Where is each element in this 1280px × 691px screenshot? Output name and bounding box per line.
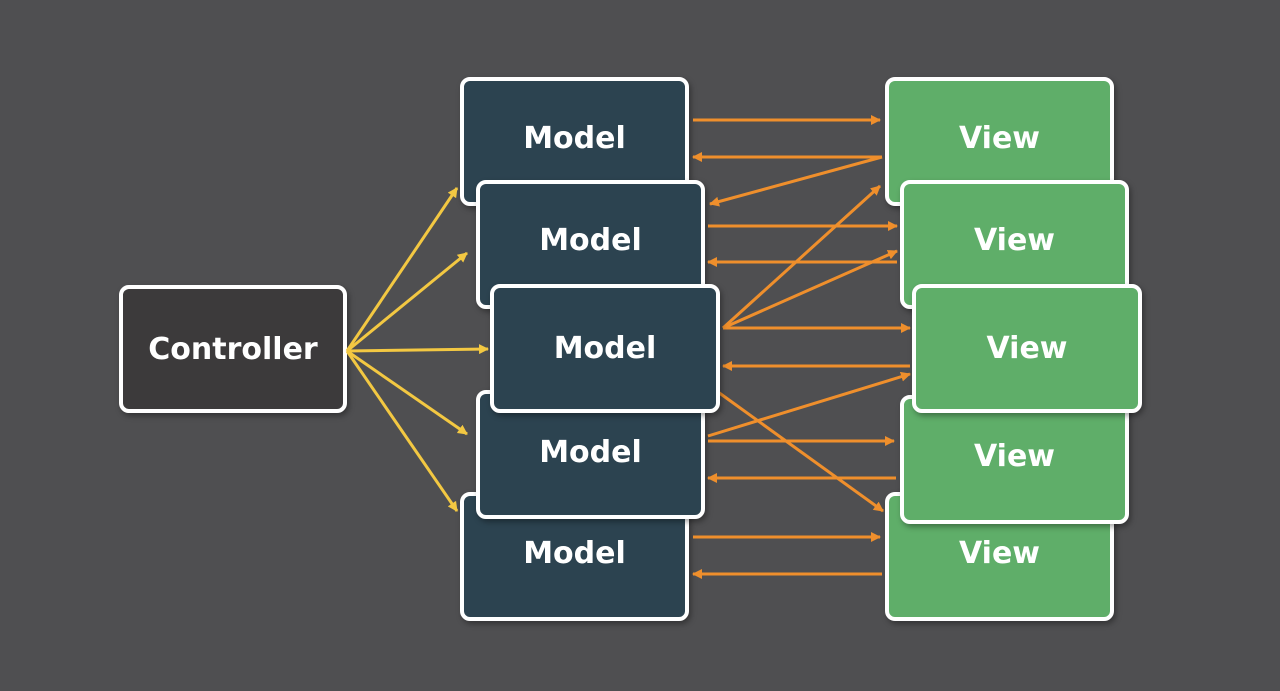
model3-to-view5-arrow [717,390,884,513]
view-label-4: View [973,439,1056,474]
controller-to-model-3-arrow [346,344,489,355]
model-label-4: Model [539,435,642,470]
view-label-1: View [958,121,1041,156]
model-label-1: Model [523,121,626,156]
controller-label: Controller [148,331,318,367]
view-label-3: View [986,331,1068,366]
controller-box: Controller [119,285,347,413]
controller-to-model-2-arrow [346,251,468,353]
model-label-3: Model [553,331,657,366]
controller-to-model-4-arrow [346,349,468,436]
model3-to-view2-arrow [722,249,898,330]
view1-to-model2-arrow [709,155,883,207]
view-box-3: View [912,284,1142,413]
model3-to-view1-arrow [721,184,882,330]
view-label-5: View [958,536,1041,571]
model-label-5: Model [523,536,626,571]
view-label-2: View [973,223,1056,258]
model-label-2: Model [539,223,642,258]
controller-to-model-1-arrow [345,187,459,352]
model4-to-view3-arrow [707,371,911,438]
model-box-3: Model [490,284,720,413]
controller-to-model-5-arrow [345,350,459,512]
